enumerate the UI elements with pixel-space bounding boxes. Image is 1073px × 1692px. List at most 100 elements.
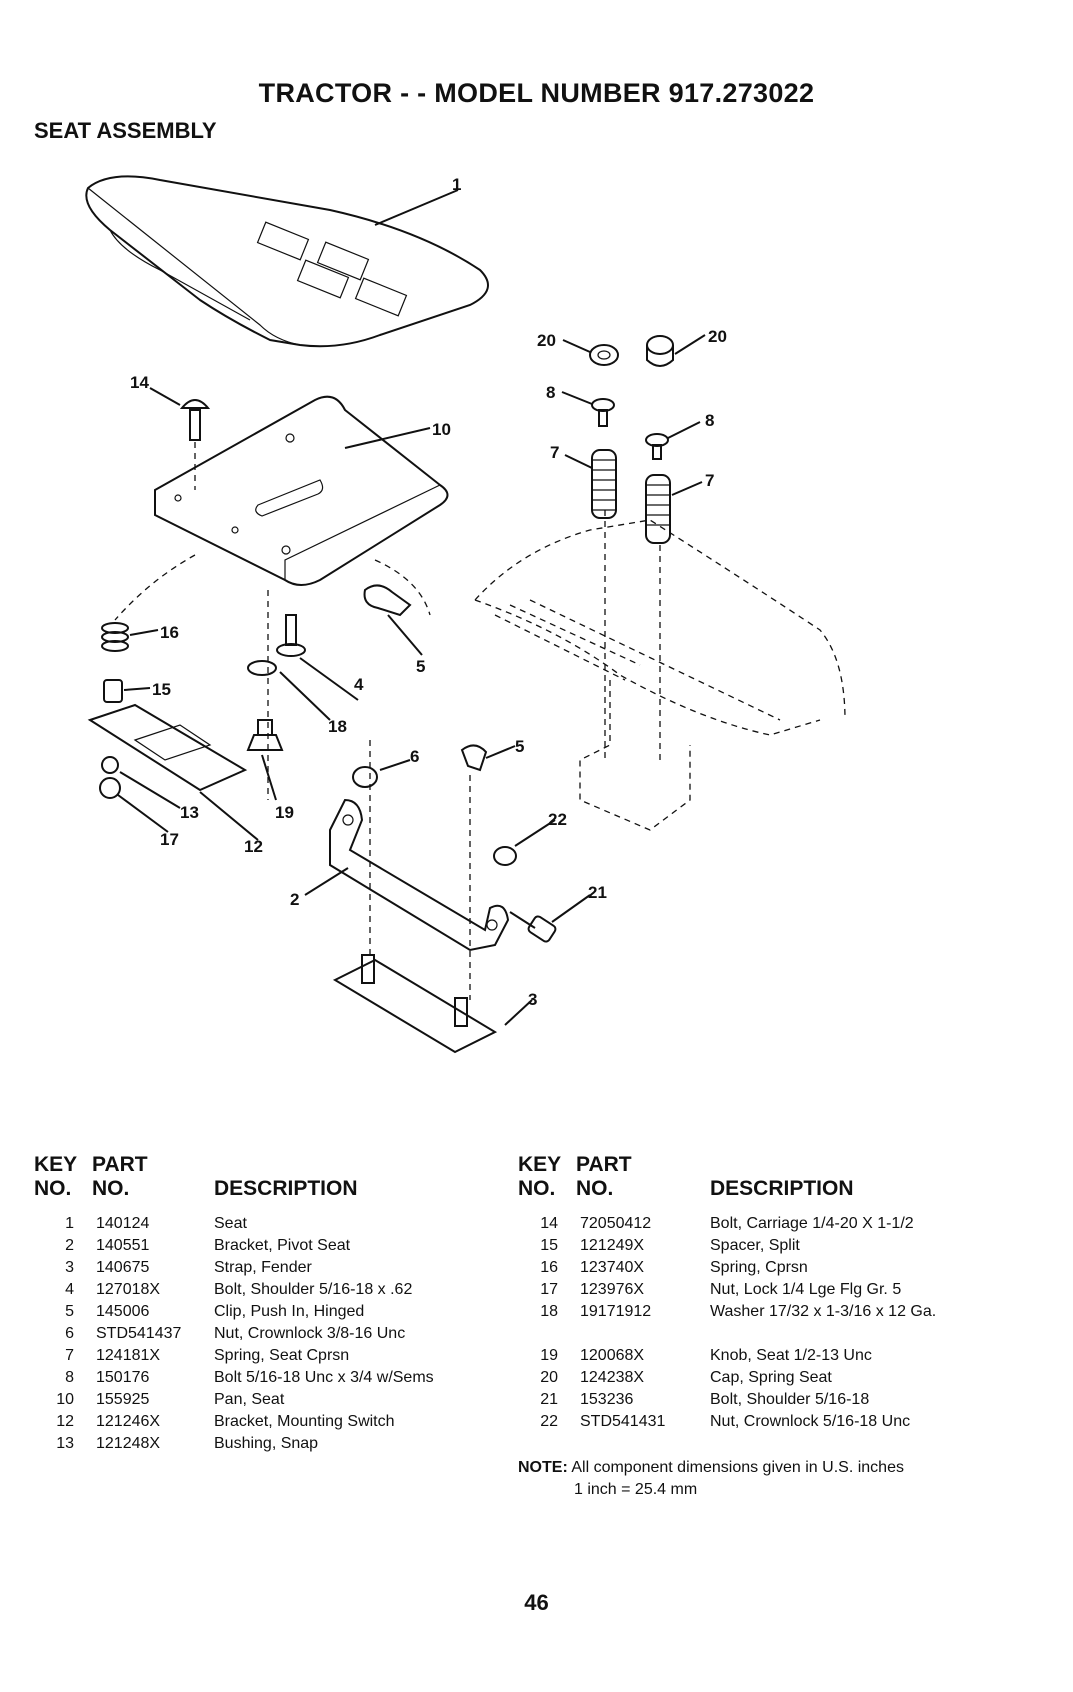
callout-10: 10 — [432, 420, 451, 439]
part-header-2: NO. — [576, 1177, 614, 1200]
part-description: Spacer, Split — [710, 1237, 800, 1254]
note-line-1: All component dimensions given in U.S. i… — [571, 1459, 904, 1476]
callout-14: 14 — [130, 373, 149, 392]
part-description: Spring, Seat Cprsn — [214, 1347, 350, 1364]
key-no: 15 — [540, 1237, 558, 1254]
callout-5-upper: 5 — [416, 657, 425, 676]
spring-seat-cap-left — [589, 344, 619, 366]
hinged-clip-part-2 — [460, 744, 488, 772]
bolt-8-left — [591, 398, 615, 427]
callout-8-left: 8 — [546, 383, 555, 402]
part-no: 121246X — [96, 1413, 161, 1430]
key-no: 1 — [65, 1215, 74, 1232]
key-no: 19 — [540, 1347, 558, 1364]
key-no: 8 — [65, 1369, 74, 1386]
key-no: 20 — [540, 1369, 558, 1386]
key-no: 16 — [540, 1259, 558, 1276]
dimension-note: NOTE: All component dimensions given in … — [518, 1457, 904, 1501]
hinged-clip-part — [363, 584, 412, 617]
exploded-parts-diagram: 1 20 20 8 8 7 7 14 10 16 15 4 5 18 6 5 1… — [85, 175, 846, 1054]
snap-bushing-part — [101, 756, 119, 774]
shoulder-bolt-part — [276, 614, 306, 657]
table-row: 7 124181X Spring, Seat Cprsn — [34, 1345, 504, 1367]
spacer-part — [103, 679, 123, 703]
part-description: Nut, Crownlock 3/8-16 Unc — [214, 1325, 406, 1342]
key-no: 7 — [65, 1347, 74, 1364]
part-no: STD541431 — [580, 1413, 666, 1430]
key-no: 14 — [540, 1215, 558, 1232]
part-no: 140551 — [96, 1237, 150, 1254]
part-no: 124238X — [580, 1369, 645, 1386]
part-description: Spring, Cprsn — [710, 1259, 808, 1276]
key-header-1: KEY — [518, 1153, 562, 1176]
fender-strap-part — [332, 954, 498, 1054]
page-title: TRACTOR - - MODEL NUMBER 917.273022 — [258, 78, 815, 108]
part-description: Nut, Crownlock 5/16-18 Unc — [710, 1413, 911, 1430]
washer-part — [247, 660, 277, 676]
key-no: 10 — [56, 1391, 74, 1408]
callout-1: 1 — [452, 175, 461, 194]
callout-20-left: 20 — [537, 331, 556, 350]
key-no: 2 — [65, 1237, 74, 1254]
key-no: 13 — [56, 1435, 74, 1452]
callout-20-right: 20 — [708, 327, 727, 346]
callout-21: 21 — [588, 883, 607, 902]
key-header-1: KEY — [34, 1153, 78, 1176]
callout-2: 2 — [290, 890, 299, 909]
switch-bracket-part — [87, 703, 248, 792]
callout-7-left: 7 — [550, 443, 559, 462]
callout-13: 13 — [180, 803, 199, 822]
callout-6: 6 — [410, 747, 419, 766]
key-no: 3 — [65, 1259, 74, 1276]
part-description: Bolt 5/16-18 Unc x 3/4 w/Sems — [214, 1369, 434, 1386]
part-description: Bracket, Mounting Switch — [214, 1413, 395, 1430]
description-header: DESCRIPTION — [710, 1177, 854, 1200]
bolt-8-right — [645, 433, 669, 460]
part-description: Washer 17/32 x 1-3/16 x 12 Ga. — [710, 1303, 937, 1320]
fender-outline — [474, 510, 846, 831]
callout-15: 15 — [152, 680, 171, 699]
callout-4: 4 — [354, 675, 364, 694]
part-header-1: PART — [576, 1153, 632, 1176]
key-header-2: NO. — [518, 1177, 556, 1200]
shoulder-bolt-21-part — [509, 911, 557, 943]
callout-19: 19 — [275, 803, 294, 822]
lock-nut-part — [99, 777, 121, 799]
part-no: 145006 — [96, 1303, 150, 1320]
part-no: 140124 — [96, 1215, 150, 1232]
part-description: Bolt, Shoulder 5/16-18 x .62 — [214, 1281, 413, 1298]
part-no: 140675 — [96, 1259, 150, 1276]
key-no: 17 — [540, 1281, 558, 1298]
key-no: 4 — [65, 1281, 74, 1298]
part-no: 124181X — [96, 1347, 161, 1364]
part-description: Bolt, Shoulder 5/16-18 — [710, 1391, 870, 1408]
part-no: 153236 — [580, 1391, 634, 1408]
pivot-bracket-part — [329, 798, 510, 952]
spring-seat-cap-right — [646, 335, 674, 367]
table-header: KEY NO. PART NO. DESCRIPTION — [518, 1153, 1048, 1213]
seat-part — [85, 175, 489, 348]
part-header-1: PART — [92, 1153, 148, 1176]
description-header: DESCRIPTION — [214, 1177, 358, 1200]
part-no: 123740X — [580, 1259, 645, 1276]
callout-18: 18 — [328, 717, 347, 736]
carriage-bolt-part — [179, 399, 211, 441]
key-header-2: NO. — [34, 1177, 72, 1200]
callout-16: 16 — [160, 623, 179, 642]
part-no: 155925 — [96, 1391, 150, 1408]
